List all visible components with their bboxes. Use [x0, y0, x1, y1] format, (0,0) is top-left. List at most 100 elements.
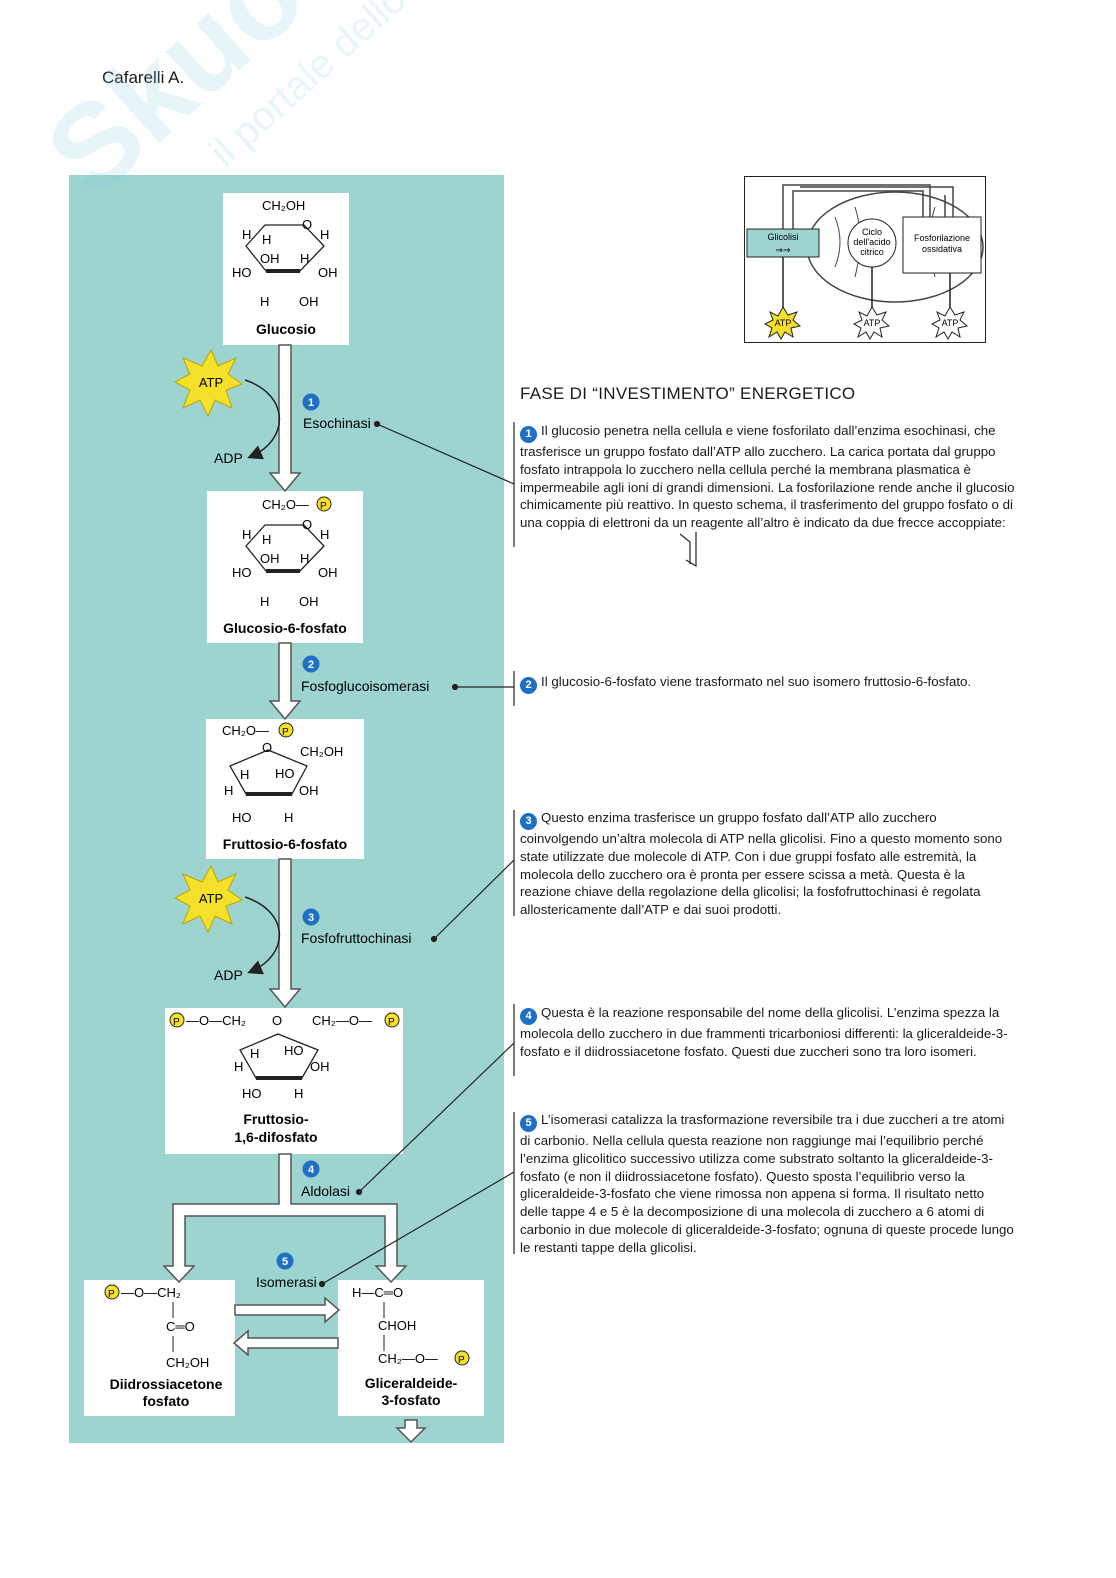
svg-text:CH₂OH: CH₂OH	[300, 744, 343, 759]
mito-ciclo-3: citrico	[860, 247, 884, 257]
svg-text:2: 2	[308, 659, 314, 671]
dhap-structure: P —O—CH₂ C═O CH₂OH Diidrossiacetone fosf…	[104, 1284, 223, 1409]
svg-text:CH₂O—: CH₂O—	[222, 723, 269, 738]
f6p-structure: CH₂O— P O CH₂OH H HO H OH HO H Fruttosio…	[222, 722, 347, 852]
svg-text:H—C═O: H—C═O	[352, 1285, 403, 1300]
mito-fosf-2: ossidativa	[922, 244, 962, 254]
svg-text:P: P	[388, 1017, 395, 1028]
mito-atp-star-3: ATP	[930, 306, 969, 341]
svg-text:OH: OH	[260, 251, 280, 266]
svg-text:O: O	[302, 217, 312, 232]
f16bp-box	[165, 1008, 403, 1154]
svg-text:OH: OH	[299, 594, 319, 609]
svg-text:O: O	[262, 740, 272, 755]
g6p-name: Glucosio-6-fosfato	[223, 620, 347, 636]
enzyme-1: 1 Esochinasi	[302, 393, 371, 431]
svg-text:H: H	[320, 227, 329, 242]
svg-text:⇒⇒: ⇒⇒	[775, 245, 791, 255]
enzyme-4: 4 Aldolasi	[301, 1160, 350, 1199]
svg-text:OH: OH	[260, 551, 280, 566]
svg-text:CH₂O—: CH₂O—	[262, 497, 309, 512]
svg-text:H: H	[260, 594, 269, 609]
atp-adp-arrow-1	[244, 379, 281, 460]
svg-text:CH₂OH: CH₂OH	[262, 198, 305, 213]
enzyme-5: 5 Isomerasi	[256, 1252, 317, 1290]
mito-glicolisi: Glicolisi	[767, 232, 798, 242]
adp-label-2: ADP	[214, 967, 243, 983]
leader-lines	[318, 420, 515, 1288]
svg-text:1: 1	[308, 397, 314, 409]
f16bp-name-1: Fruttosio-	[243, 1111, 309, 1127]
svg-text:ATP: ATP	[775, 318, 792, 328]
f6p-name: Fruttosio-6-fosfato	[223, 836, 347, 852]
svg-text:—O—CH₂: —O—CH₂	[186, 1013, 246, 1028]
svg-text:OH: OH	[318, 565, 338, 580]
atp-star-2: ATP	[173, 864, 244, 934]
svg-text:HO: HO	[242, 1086, 262, 1101]
svg-text:CHOH: CHOH	[378, 1318, 416, 1333]
atp-adp-arrow-2	[244, 896, 281, 975]
svg-text:H: H	[224, 783, 233, 798]
mito-ciclo-1: Ciclo	[862, 227, 882, 237]
enzyme-2: 2 Fosfoglucoisomerasi	[301, 655, 429, 694]
svg-text:C═O: C═O	[166, 1319, 195, 1334]
mitochondrion-inset: Glicolisi ⇒⇒ Ciclo dell'acido citrico Fo…	[744, 176, 986, 343]
svg-text:H: H	[260, 294, 269, 309]
enzyme-3-name: Fosfofruttochinasi	[301, 930, 412, 946]
enzyme-4-name: Aldolasi	[301, 1183, 350, 1199]
svg-text:H: H	[300, 251, 309, 266]
svg-text:OH: OH	[318, 265, 338, 280]
svg-text:O: O	[302, 517, 312, 532]
svg-text:P: P	[108, 1289, 115, 1300]
author-name: Cafarelli A.	[102, 68, 185, 87]
g3p-box	[338, 1280, 484, 1416]
svg-text:3: 3	[308, 912, 314, 924]
svg-text:P: P	[173, 1017, 180, 1028]
svg-text:H: H	[294, 1086, 303, 1101]
adp-label-1: ADP	[214, 450, 243, 466]
flow-arrows	[162, 344, 427, 1444]
svg-text:H: H	[262, 532, 271, 547]
mito-fosf-1: Fosforilazione	[914, 233, 970, 243]
g3p-name-2: 3-fosfato	[381, 1392, 440, 1408]
section-title: FASE DI “INVESTIMENTO” ENERGETICO	[520, 384, 856, 403]
svg-text:H: H	[242, 227, 251, 242]
svg-text:H: H	[250, 1046, 259, 1061]
enzyme-1-name: Esochinasi	[303, 415, 371, 431]
svg-text:H: H	[234, 1059, 243, 1074]
g6p-structure: CH₂O— P O H H H OH H HO OH H OH Glucosio…	[223, 496, 347, 636]
f16bp-name-2: 1,6-difosfato	[234, 1129, 317, 1145]
coupled-arrows-icon	[679, 532, 697, 568]
atp-label-1: ATP	[199, 375, 223, 390]
atp-label-2: ATP	[199, 891, 223, 906]
enzyme-3: 3 Fosfofruttochinasi	[301, 908, 412, 946]
enzyme-2-name: Fosfoglucoisomerasi	[301, 678, 429, 694]
dhap-name-1: Diidrossiacetone	[110, 1376, 223, 1392]
svg-text:HO: HO	[232, 810, 252, 825]
svg-text:HO: HO	[232, 265, 252, 280]
svg-text:OH: OH	[299, 294, 319, 309]
glucose-structure: CH₂OH O H H H OH H HO OH H OH Glucosio	[232, 198, 338, 337]
svg-text:HO: HO	[232, 565, 252, 580]
svg-text:4: 4	[308, 1164, 315, 1176]
svg-text:H: H	[284, 810, 293, 825]
mito-atp-star-1: ATP	[763, 306, 802, 341]
atp-star-1: ATP	[173, 348, 244, 418]
svg-text:CH₂OH: CH₂OH	[166, 1355, 209, 1370]
svg-text:H: H	[240, 767, 249, 782]
svg-text:CH₂—O—: CH₂—O—	[378, 1351, 438, 1366]
svg-text:ATP: ATP	[864, 318, 881, 328]
svg-text:P: P	[282, 727, 289, 738]
svg-text:H: H	[262, 232, 271, 247]
g3p-name-1: Gliceraldeide-	[365, 1375, 458, 1391]
svg-text:OH: OH	[310, 1059, 330, 1074]
svg-text:HO: HO	[284, 1043, 304, 1058]
svg-text:H: H	[320, 527, 329, 542]
g3p-structure: H—C═O CHOH CH₂—O— P Gliceraldeide- 3-fos…	[352, 1285, 470, 1408]
svg-text:HO: HO	[275, 766, 295, 781]
